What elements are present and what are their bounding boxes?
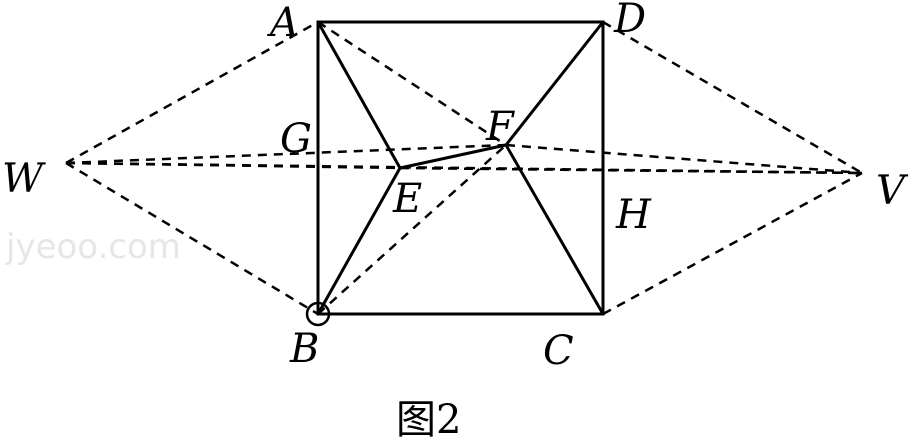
dashed-bf	[317, 144, 507, 315]
label-a: A	[266, 0, 299, 46]
dashed-wv	[65, 161, 863, 175]
dashed-af	[317, 20, 507, 147]
label-g: G	[280, 116, 312, 162]
dashed-fv	[505, 143, 863, 175]
label-b: B	[289, 326, 319, 372]
label-c: C	[543, 328, 574, 374]
dashed-wa	[65, 20, 319, 165]
segment-cf	[504, 143, 605, 316]
square-abcd	[316, 20, 605, 316]
dashed-wb	[65, 161, 319, 316]
dashed-ev	[399, 166, 863, 175]
dashed-dv	[602, 20, 863, 175]
label-e: E	[392, 176, 422, 222]
label-h: H	[615, 192, 652, 238]
segment-df	[504, 20, 605, 147]
label-d: D	[613, 0, 646, 42]
label-v: V	[876, 168, 909, 214]
label-w: W	[2, 156, 46, 202]
dashed-cv	[602, 171, 863, 316]
segment-ae	[316, 20, 402, 170]
watermark: jyeoo.com	[5, 227, 181, 267]
figure-caption: 图2	[396, 397, 461, 442]
segment-be	[316, 166, 402, 316]
point-b-marker	[305, 301, 331, 327]
segment-ef	[398, 143, 508, 170]
label-f: F	[485, 104, 515, 150]
